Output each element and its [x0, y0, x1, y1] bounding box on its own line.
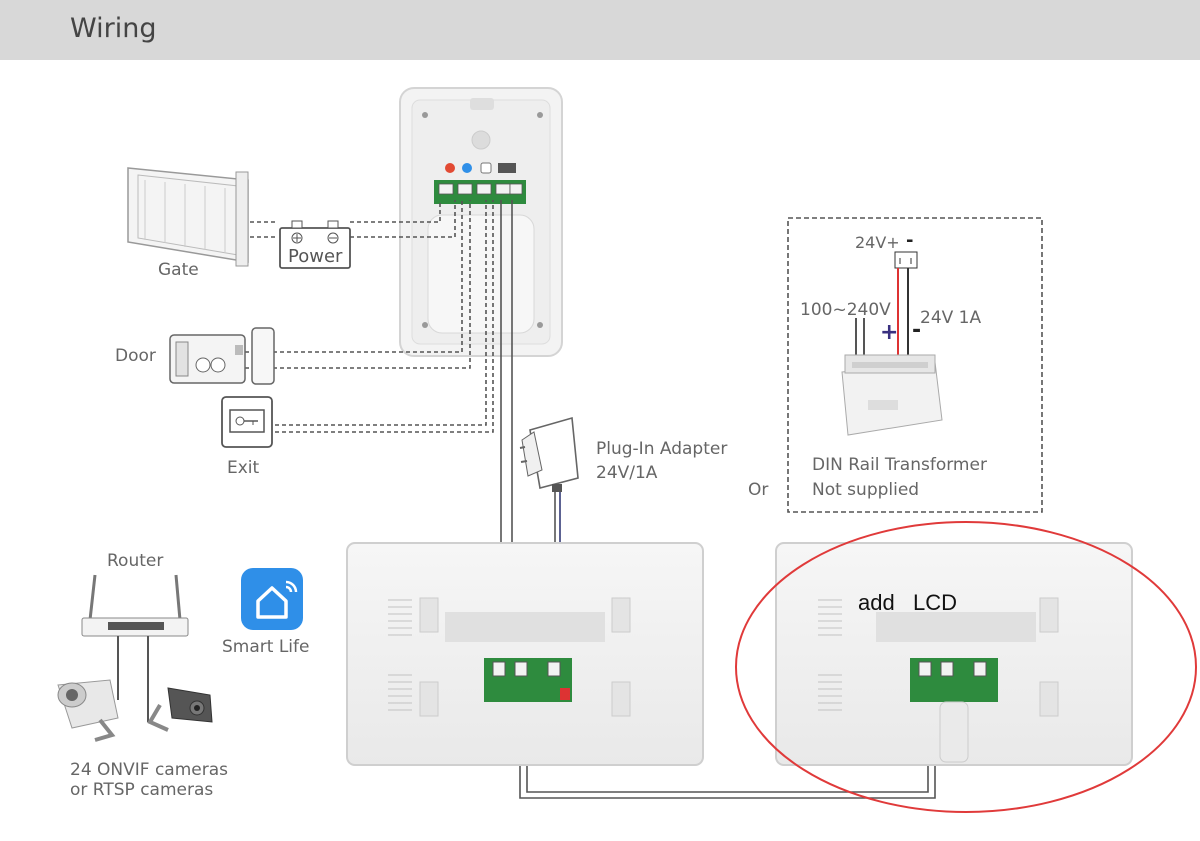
- gate-label: Gate: [158, 260, 199, 280]
- v24-plus-label: 24V+: [855, 233, 900, 252]
- gate-function-icon: [445, 163, 455, 173]
- camera-2-device: [147, 687, 213, 732]
- door-label: Door: [115, 346, 156, 366]
- minus-terminal-label: -: [912, 318, 922, 343]
- indoor-monitor-2: [775, 542, 1133, 766]
- router-device: [81, 574, 189, 637]
- input-voltage-label: 100~240V: [800, 300, 891, 320]
- smart-life-label: Smart Life: [222, 637, 310, 657]
- plug-adapter-label-line2: 24V/1A: [596, 463, 658, 483]
- exit-function-icon: [480, 162, 492, 174]
- plug-in-adapter: [519, 416, 579, 492]
- exit-button-device: [221, 396, 273, 448]
- door-lock-device: [169, 327, 275, 385]
- lock-function-icon: [462, 163, 472, 173]
- header-bar: Wiring: [0, 0, 1200, 60]
- add-lcd-annotation: add LCD: [858, 590, 958, 615]
- page-title: Wiring: [70, 13, 157, 44]
- smart-life-app-icon: [241, 568, 303, 630]
- din-rail-transformer: [841, 251, 943, 436]
- monitor-function-icon: [498, 163, 516, 173]
- indoor-monitor-1: [346, 542, 704, 766]
- dashed-wires: [245, 200, 494, 433]
- power-battery-icon: [279, 220, 351, 269]
- or-label: Or: [748, 480, 769, 500]
- router-label: Router: [107, 551, 164, 571]
- plug-adapter-label-line1: Plug-In Adapter: [596, 439, 728, 459]
- cameras-label-line1: 24 ONVIF cameras: [70, 760, 229, 780]
- output-rating-label: 24V 1A: [920, 308, 982, 328]
- gate-device: [127, 167, 249, 267]
- outdoor-station: [399, 87, 563, 357]
- highlight-ellipse: [735, 521, 1197, 813]
- din-rail-label-line2: Not supplied: [812, 480, 920, 500]
- v24-minus-label: -: [906, 230, 914, 251]
- din-rail-box: [787, 217, 1043, 513]
- din-rail-label-line1: DIN Rail Transformer: [812, 455, 987, 475]
- exit-label: Exit: [227, 458, 260, 478]
- plus-terminal-label: +: [880, 320, 899, 345]
- power-label: Power: [288, 246, 343, 267]
- camera-1-device: [57, 679, 119, 742]
- cameras-label-line2: or RTSP cameras: [70, 780, 214, 800]
- router-camera-wires: [117, 636, 149, 722]
